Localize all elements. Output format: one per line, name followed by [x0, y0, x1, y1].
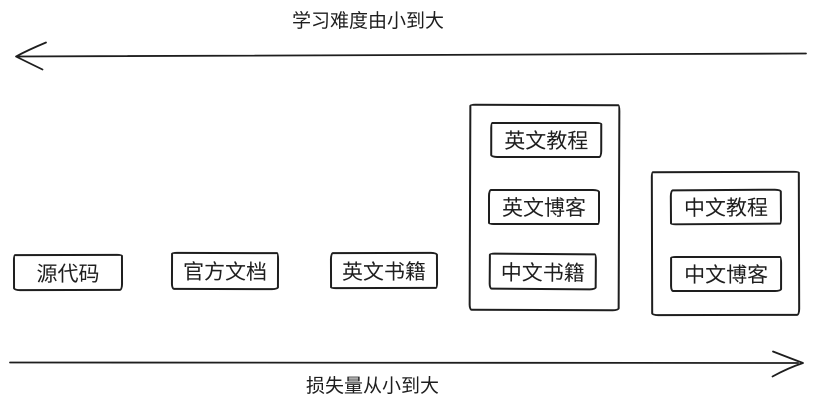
box-english-tutorials: 英文教程: [490, 121, 603, 159]
box-english-blogs: 英文博客: [488, 188, 601, 225]
loss-axis-label: 损失量从小到大: [306, 376, 440, 397]
box-chinese-blogs: 中文博客: [670, 255, 783, 293]
right-arrowhead-icon: [771, 350, 804, 378]
left-arrowhead-icon: [15, 41, 47, 71]
box-english-books: 英文书籍: [329, 251, 439, 290]
group-english-resources: 英文教程 英文博客 中文书籍: [468, 103, 621, 312]
box-source-code: 源代码: [12, 253, 124, 292]
box-english-tutorials-label: 英文教程: [504, 129, 589, 154]
box-chinese-books-label: 中文书籍: [500, 261, 585, 285]
loss-arrow-line: [9, 361, 799, 364]
box-source-code-label: 源代码: [36, 262, 100, 286]
box-official-docs: 官方文档: [170, 251, 280, 291]
box-english-books-label: 英文书籍: [341, 260, 427, 284]
box-chinese-blogs-label: 中文博客: [684, 263, 769, 288]
group-chinese-resources: 中文教程 中文博客: [650, 170, 801, 317]
box-official-docs-label: 官方文档: [182, 260, 268, 285]
difficulty-arrow-line: [16, 52, 807, 58]
difficulty-axis-label: 学习难度由小到大: [292, 11, 445, 32]
box-english-blogs-label: 英文博客: [502, 196, 587, 220]
box-chinese-tutorials-label: 中文教程: [683, 196, 768, 221]
box-chinese-books: 中文书籍: [488, 252, 597, 291]
box-chinese-tutorials: 中文教程: [669, 188, 783, 226]
